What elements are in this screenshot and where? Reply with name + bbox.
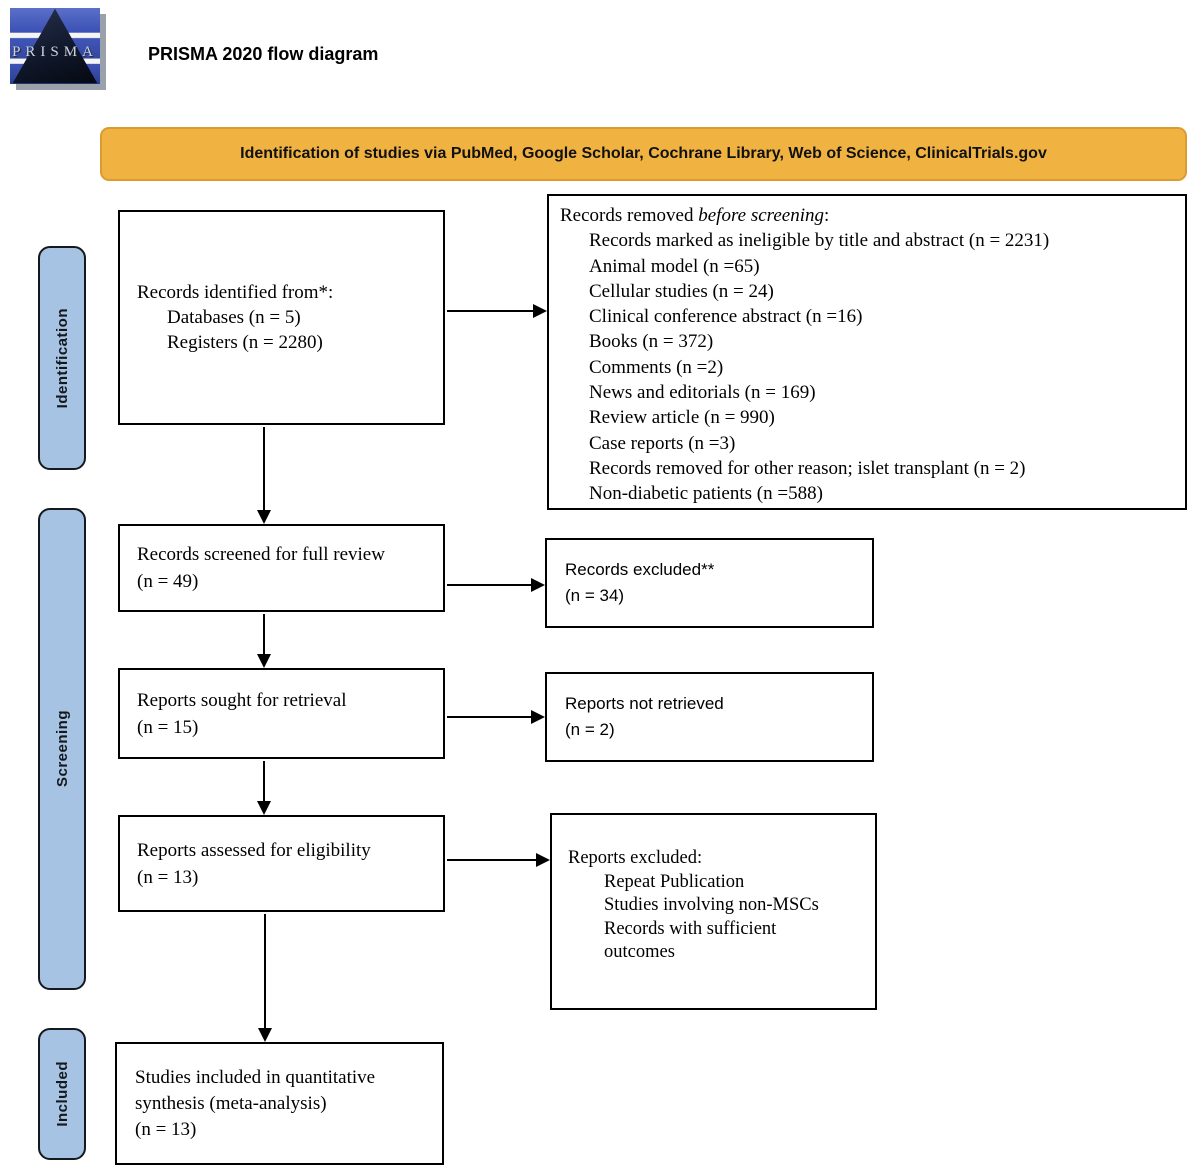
stage-screening: Screening	[38, 508, 86, 990]
arrow-screened-to-sought	[256, 614, 271, 668]
box-reports-sought: Reports sought for retrieval (n = 15)	[118, 668, 445, 759]
list-item: Records removed for other reason; islet …	[589, 457, 1026, 479]
list-item: (n = 13)	[135, 1118, 197, 1140]
stage-screening-label: Screening	[53, 710, 71, 788]
box-reports-excluded-title: Reports excluded:	[568, 848, 703, 868]
list-item: News and editorials (n = 169)	[589, 382, 816, 404]
list-item: Records with sufficient	[604, 918, 777, 939]
list-item: Review article (n = 990)	[589, 407, 775, 429]
list-item: Records excluded**	[565, 560, 715, 579]
list-item: synthesis (meta-analysis)	[135, 1092, 327, 1114]
arrow-sought-to-assessed	[256, 761, 271, 815]
list-item: Animal model (n =65)	[589, 255, 760, 277]
box-records-excluded-text: Records excluded** (n = 34)	[565, 557, 872, 609]
list-item: Databases (n = 5)	[167, 307, 301, 328]
box-records-screened-text: Records screened for full review (n = 49)	[137, 541, 443, 595]
box-records-screened: Records screened for full review (n = 49)	[118, 524, 445, 612]
arrow-sought-to-not-retrieved	[447, 709, 545, 724]
box-studies-included: Studies included in quantitative synthesi…	[115, 1042, 444, 1165]
banner-text: Identification of studies via PubMed, Go…	[240, 145, 1047, 162]
list-item: (n = 2)	[565, 720, 615, 739]
list-item: (n = 49)	[137, 571, 199, 592]
box-records-identified: Records identified from*: Databases (n =…	[118, 210, 445, 425]
stage-identification-label: Identification	[53, 307, 71, 409]
list-item: outcomes	[604, 942, 675, 962]
identification-sources-banner: Identification of studies via PubMed, Go…	[100, 127, 1187, 181]
list-item: Cellular studies (n = 24)	[589, 280, 774, 302]
box-records-removed-items: Records marked as ineligible by title an…	[560, 228, 1177, 506]
list-item: (n = 15)	[137, 716, 199, 738]
list-item: Records marked as ineligible by title an…	[589, 230, 1050, 252]
page-title: PRISMA 2020 flow diagram	[148, 44, 379, 64]
list-item: Reports assessed for eligibility	[137, 839, 371, 861]
list-item: Books (n = 372)	[589, 331, 714, 353]
box-studies-included-text: Studies included in quantitative synthesi…	[135, 1065, 442, 1143]
box-records-removed: Records removed before screening: Record…	[547, 194, 1187, 510]
stage-identification: Identification	[38, 246, 86, 470]
box-records-excluded: Records excluded** (n = 34)	[545, 538, 874, 628]
list-item: Studies included in quantitative	[135, 1066, 376, 1088]
list-item: Non-diabetic patients (n =588)	[589, 483, 823, 505]
box-reports-not-retrieved-text: Reports not retrieved (n = 2)	[565, 691, 872, 743]
arrow-assessed-to-reports-excluded	[447, 852, 550, 867]
box-records-identified-items: Databases (n = 5) Registers (n = 2280)	[137, 305, 443, 355]
logo-wordmark: PRISMA	[12, 44, 98, 60]
list-item: Repeat Publication	[604, 871, 745, 892]
list-item: Case reports (n =3)	[589, 432, 736, 454]
arrow-identified-to-removed	[447, 303, 547, 318]
arrow-screened-to-excluded	[447, 577, 545, 592]
box-reports-sought-text: Reports sought for retrieval (n = 15)	[137, 687, 443, 741]
list-item: Clinical conference abstract (n =16)	[589, 306, 863, 328]
list-item: Reports sought for retrieval	[137, 689, 347, 711]
arrow-assessed-to-included	[257, 914, 272, 1042]
arrow-identified-to-screened	[256, 427, 271, 524]
stage-included: Included	[38, 1028, 86, 1160]
list-item: Studies involving non-MSCs	[604, 895, 819, 915]
stage-included-label: Included	[53, 1061, 71, 1127]
box-reports-not-retrieved: Reports not retrieved (n = 2)	[545, 672, 874, 762]
box-records-removed-title: Records removed before screening:	[560, 205, 830, 226]
box-records-identified-title: Records identified from*:	[137, 282, 334, 303]
list-item: (n = 34)	[565, 586, 625, 605]
list-item: (n = 13)	[137, 866, 199, 888]
list-item: Records screened for full review	[137, 544, 385, 565]
list-item: Registers (n = 2280)	[167, 332, 323, 353]
prisma-logo-icon: PRISMA	[10, 8, 106, 90]
list-item: Comments (n =2)	[589, 356, 724, 378]
box-reports-assessed-text: Reports assessed for eligibility (n = 13)	[137, 837, 443, 891]
list-item: Reports not retrieved	[565, 694, 724, 713]
box-reports-assessed: Reports assessed for eligibility (n = 13)	[118, 815, 445, 912]
